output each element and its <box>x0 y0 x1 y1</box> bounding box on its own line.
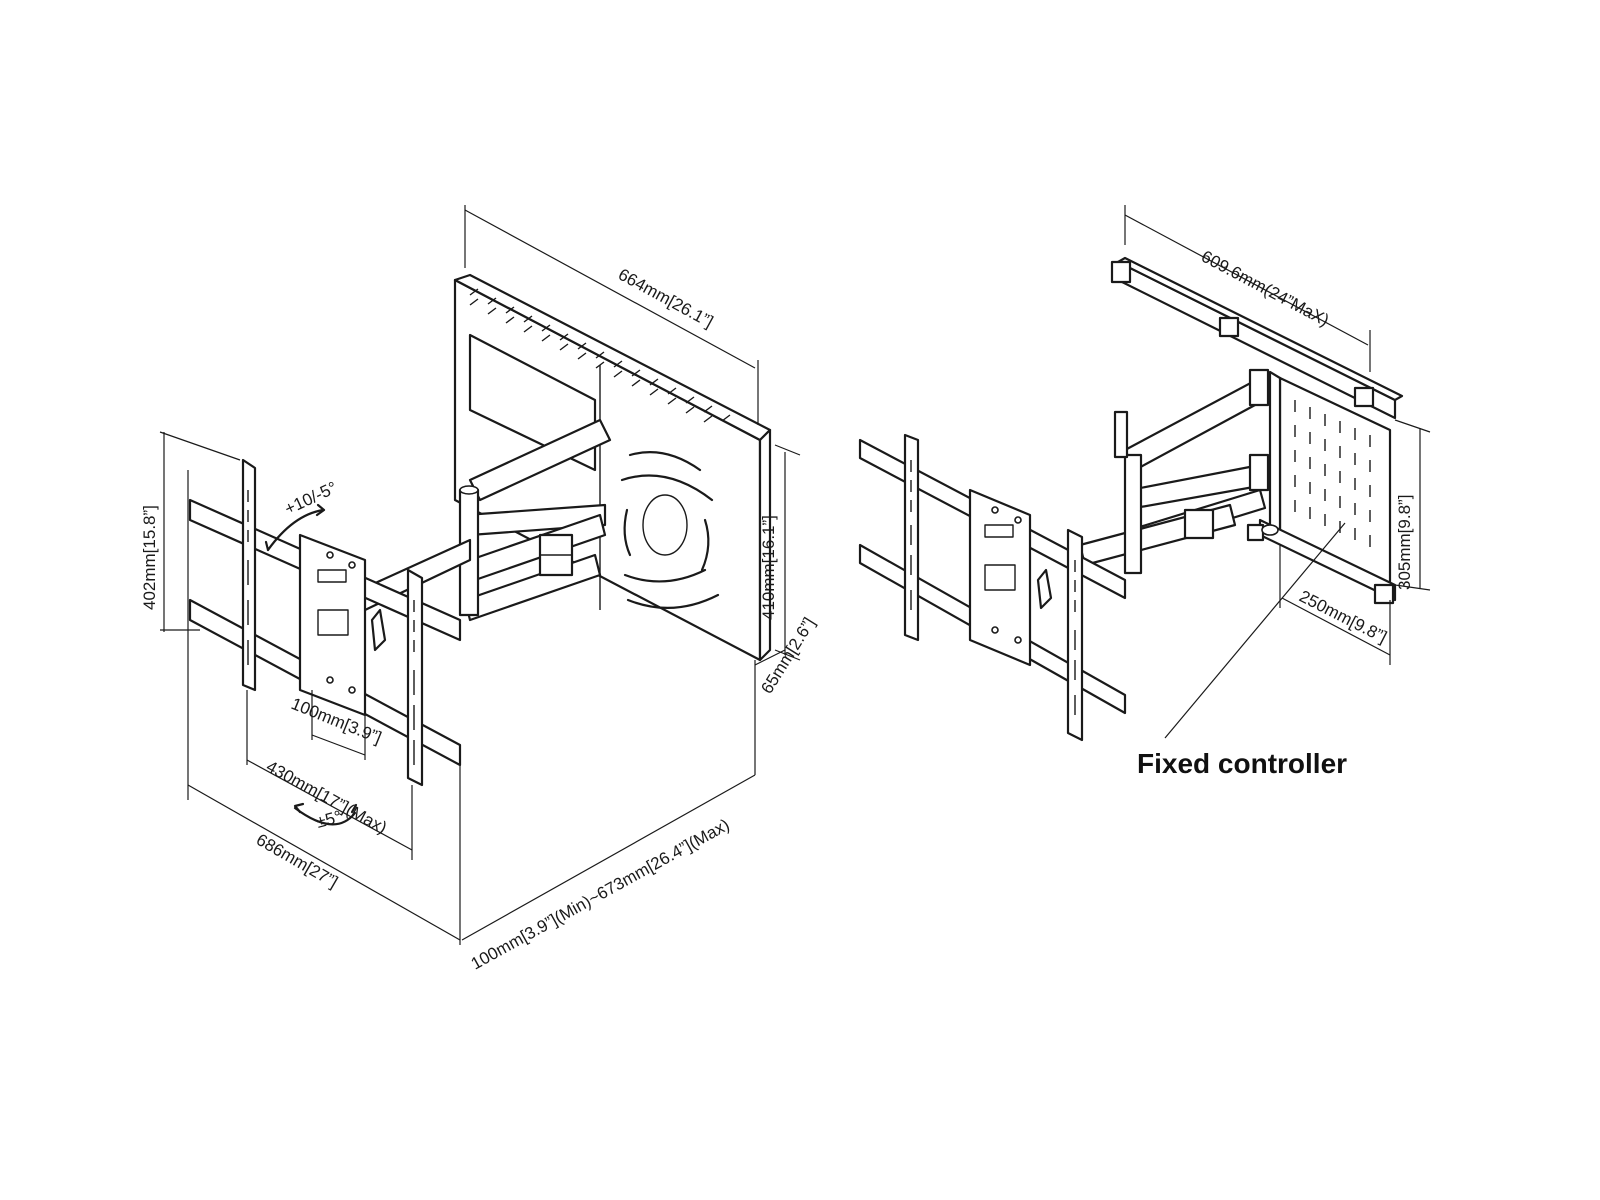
bottom-rail <box>1246 518 1397 605</box>
fixed-controller-caption: Fixed controller <box>1137 748 1347 779</box>
left-mount-drawing: 664mm[26.1”] 410mm[16.1”] 65mm[2.6”] 402… <box>140 205 819 973</box>
wall-plate-arc-slots <box>620 451 720 609</box>
plate-slots <box>1294 400 1371 547</box>
dim-305-label: 305mm[9.8”] <box>1395 495 1414 590</box>
right-swing-arms <box>1078 368 1270 575</box>
tv-rails <box>188 458 462 787</box>
dim-extension-label: 100mm[3.9”](Min)~673mm[26.4”](Max) <box>468 815 733 973</box>
tilt-arrow <box>264 503 326 552</box>
wall-plate <box>453 273 772 662</box>
right-mount-drawing: 609.6mm(24”MaX) 305mm[9.8”] 250mm[9.8”] … <box>858 205 1431 779</box>
dim-686-label: 686mm[27”] <box>253 830 341 892</box>
fixed-controller-leader <box>1164 522 1346 739</box>
dim-664-label: 664mm[26.1”] <box>615 265 716 332</box>
top-rail <box>1110 256 1404 420</box>
left-dimension-lines <box>159 205 801 945</box>
right-dimension-lines <box>1124 205 1431 739</box>
swivel-label: ±5° <box>314 807 344 832</box>
dim-410-label: 410mm[16.1”] <box>759 515 778 620</box>
perforated-plate <box>1268 370 1392 592</box>
dim-402-label: 402mm[15.8”] <box>140 505 159 610</box>
right-tv-rails <box>858 433 1127 742</box>
swing-arms <box>358 418 612 622</box>
wall-plate-slots <box>469 288 731 423</box>
